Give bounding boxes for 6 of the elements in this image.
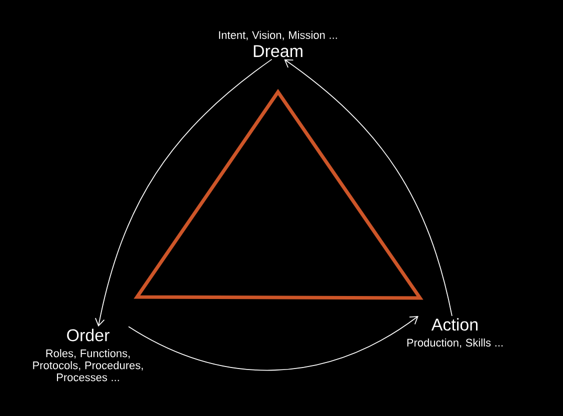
curved-arrow xyxy=(284,59,452,316)
curved-arrow xyxy=(128,316,418,371)
node-label: Intent, Vision, Mission ... Dream xyxy=(219,30,337,58)
node-label: Action Production, Skills ... xyxy=(407,318,503,348)
node-label: Order Roles, Functions, Protocols, Procedures, Processes ... xyxy=(33,328,143,382)
curved-arrow xyxy=(94,58,272,327)
